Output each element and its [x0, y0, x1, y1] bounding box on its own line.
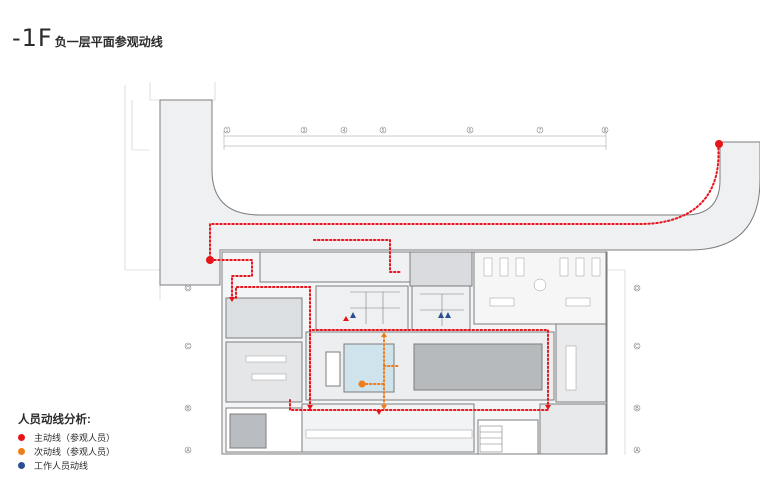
grid-row-label: A — [186, 448, 190, 454]
stair — [479, 425, 503, 453]
grid-col-label: 1 — [226, 128, 229, 134]
grid-col-label: 8 — [604, 128, 607, 134]
floor-label: -1F — [12, 24, 53, 52]
legend: 人员动线分析: 主动线（参观人员） 次动线（参观人员） 工作人员动线 — [18, 411, 115, 472]
legend-label: 次动线（参观人员） — [34, 446, 116, 457]
blue-dot-icon — [18, 461, 25, 469]
main-route-arrows — [229, 297, 551, 415]
grid-row-label: B — [635, 406, 639, 412]
grid-columns — [223, 126, 609, 134]
grid-col-label: 6 — [469, 128, 472, 134]
legend-item-main: 主动线（参观人员） — [18, 430, 115, 444]
legend-title: 人员动线分析: — [18, 414, 91, 426]
grid-col-label: 7 — [539, 128, 542, 134]
legend-item-secondary: 次动线（参观人员） — [18, 444, 115, 458]
grid-col-label: 3 — [303, 128, 306, 134]
grid-row-label: A — [635, 448, 639, 454]
legend-item-staff: 工作人员动线 — [18, 458, 115, 472]
main-route-start — [715, 140, 723, 148]
red-dot-icon — [18, 433, 25, 441]
secondary-arrow — [381, 405, 387, 410]
page-title: -1F 负一层平面参观动线 — [12, 24, 163, 52]
orange-dot-icon — [18, 447, 25, 455]
grid-rows — [184, 284, 641, 454]
legend-label: 主动线（参观人员） — [34, 432, 116, 443]
building-block — [221, 251, 608, 455]
showroom-display — [483, 257, 601, 391]
grid-row-label: D — [186, 286, 190, 292]
grid-row-label: C — [635, 344, 639, 350]
legend-label: 工作人员动线 — [34, 460, 89, 471]
secondary-arrow — [381, 332, 387, 337]
plan-title: 负一层平面参观动线 — [54, 35, 163, 49]
grid-row-label: D — [635, 286, 639, 292]
restroom-stalls — [350, 291, 464, 326]
corridor — [159, 99, 760, 286]
grid-col-label: 4 — [343, 128, 346, 134]
main-route-node — [206, 256, 214, 264]
secondary-route-node — [358, 380, 366, 388]
dimension-line — [223, 131, 607, 150]
staff-route — [350, 312, 451, 318]
grid-row-label: B — [186, 406, 190, 412]
grid-row-label: C — [186, 344, 190, 350]
secondary-route — [361, 335, 401, 409]
grid-col-label: 5 — [382, 128, 385, 134]
